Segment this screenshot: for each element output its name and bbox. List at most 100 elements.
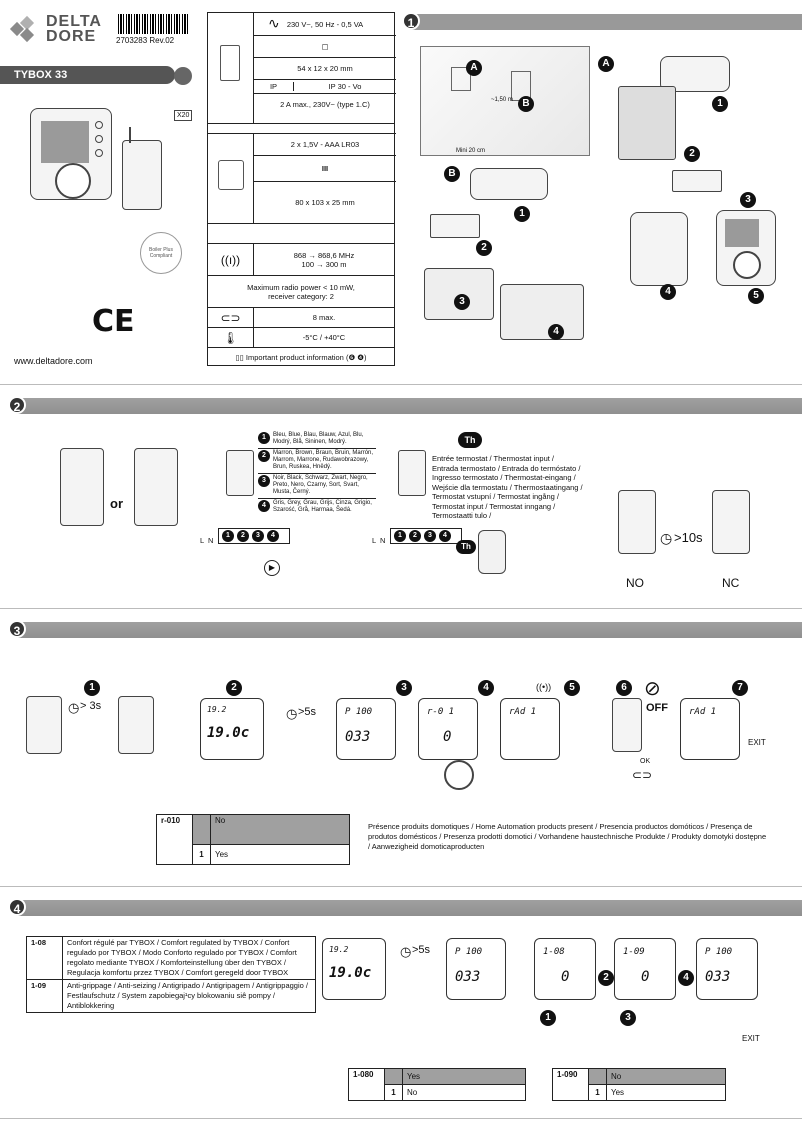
s4-lcd-exit: P 100 033: [696, 938, 758, 1000]
mount-a-backplate: [618, 86, 676, 160]
spec-radio-range: 100 → 300 m: [301, 259, 347, 269]
s4-lcd-p100: P 100 033: [446, 938, 506, 1000]
step-b3: 3: [454, 294, 470, 310]
s3-step1: 1: [84, 680, 100, 696]
receiver-screw-illustration: [60, 448, 104, 526]
s3-clock-icon-2: ◷: [286, 706, 298, 721]
spec-battery: 2 x 1,5V - AAA LR03: [290, 140, 360, 149]
terminal-block-2: 1 2 3 4: [390, 528, 462, 544]
section3-number: 3: [8, 620, 26, 638]
wire-color-3: Noir, Black, Schwarz, Zwart, Negro, Pret…: [273, 475, 368, 495]
s3-step4: 4: [478, 680, 494, 696]
logo-icon: [9, 15, 40, 43]
th-desc-3: Ingresso termostato / Thermostat-eingang…: [432, 473, 576, 482]
s4-param-code-2: 1-09: [26, 979, 63, 1013]
s3-step2: 2: [226, 680, 242, 696]
spec-thermostat-dims: 80 x 103 x 25 mm: [295, 198, 355, 207]
mount-b-badge: B: [444, 166, 460, 182]
s3-exit-text: EXIT: [748, 738, 766, 747]
book-icon: ▯▯: [235, 353, 246, 362]
receiver-icon: [208, 13, 254, 123]
s4-param-desc-1: Confort régulé par TYBOX / Comfort regul…: [62, 936, 316, 980]
room-label-b: B: [518, 96, 534, 112]
s3-dial: [444, 760, 474, 790]
s4-step3: 3: [620, 1010, 636, 1026]
s4-option-table-2: 1-090 No 1 Yes: [552, 1068, 726, 1101]
s3-link-icon: ⊂⊃: [632, 768, 653, 782]
spec-max-devices: 8 max.: [312, 313, 336, 322]
s4-step2: 2: [598, 970, 614, 986]
th-desc-1: Entrée termostat / Thermostat input /: [432, 454, 554, 463]
height-label: ~1,50 m: [491, 97, 513, 103]
radio-icon: ((ı)): [208, 244, 254, 275]
website-url: www.deltadore.com: [14, 356, 93, 366]
s3-hold-time: > 3s: [80, 700, 102, 712]
spec-radio-power-1: Maximum radio power < 10 mW,: [247, 282, 355, 292]
s4-lcd-home: 19.2 19.0c: [322, 938, 386, 1000]
nc-label: NC: [722, 576, 740, 590]
s3-receiver-off: [612, 698, 642, 752]
mini-distance-label: Mini 20 cm: [456, 148, 486, 154]
receiver-open-illustration: [134, 448, 178, 526]
s4-param-desc-2: Anti-grippage / Anti-seizing / Antigripa…: [62, 979, 316, 1013]
section4-number: 4: [8, 898, 26, 916]
section1-bar: [410, 14, 802, 30]
s3-table-t1: Yes: [210, 844, 350, 865]
terminal-N-2: N: [380, 536, 386, 545]
thermometer-icon: 🌡: [208, 328, 254, 347]
spec-ip-value: IP 30 - Vo: [328, 82, 362, 91]
mount-b-stand2: [500, 284, 584, 340]
th-desc-6: Termostat input / Termostat inngang /: [432, 501, 556, 511]
s4-hold-time: >5s: [412, 944, 431, 956]
section4-bar: [16, 900, 802, 916]
spec-important-info: Important product information: [245, 353, 344, 362]
mount-a-battery: [672, 170, 722, 192]
s3-option-table: r-010 No 1 Yes: [156, 813, 350, 865]
no-label: NO: [626, 576, 644, 590]
room-illustration: ~1,50 m: [420, 46, 590, 156]
pump-icon: ▶: [264, 560, 280, 576]
receiver-illustration: [122, 127, 162, 210]
terminal-block-1: 1 2 3 4: [218, 528, 290, 544]
mount-a-angled: [630, 212, 688, 286]
spec-radio-freq: 868 → 868,6 MHz: [293, 250, 355, 260]
mount-a-final: [716, 210, 776, 286]
hold-time-label: >10s: [674, 530, 703, 545]
s4-step4: 4: [678, 970, 694, 986]
mount-b-thermostat: [470, 168, 548, 200]
spec-important-nums: ❻ ❹: [348, 353, 364, 362]
s4-t1-v0: [384, 1068, 403, 1085]
s3-table-v0: [192, 813, 211, 846]
spec-temp-range: -5°C / +40°C: [302, 333, 346, 342]
or-text: or: [110, 496, 123, 511]
s4-t1-code: 1-080: [348, 1068, 385, 1101]
s4-t2-t1: Yes: [606, 1084, 726, 1101]
s3-step7: 7: [732, 680, 748, 696]
s4-t1-t1: No: [402, 1084, 526, 1101]
terminal-L-2: L: [372, 536, 377, 545]
no-receiver: [618, 490, 656, 554]
th-desc-7: Termostaatti tulo /: [432, 511, 492, 520]
spec-table: 230 V~, 50 Hz - 0,5 VA ∿ ▢ 54 x 12 x 20 …: [207, 12, 396, 366]
spec-relay: 2 A max., 230V~ (type 1.C): [280, 100, 370, 109]
boiler-plus-badge: Boiler Plus Compliant: [140, 232, 182, 274]
nc-receiver: [712, 490, 750, 554]
th-description: Entrée termostat / Thermostat input / En…: [432, 454, 606, 521]
step-a5: 5: [748, 288, 764, 304]
s4-param-table: 1-08 Confort régulé par TYBOX / Comfort …: [26, 936, 316, 1013]
s3-step3: 3: [396, 680, 412, 696]
spec-receiver-dims: 54 x 12 x 20 mm: [297, 64, 353, 73]
s4-clock-icon: ◷: [400, 944, 412, 959]
s3-lcd-p100: P 100 033: [336, 698, 396, 760]
spec-ip-label: IP: [254, 82, 294, 91]
step-b1: 1: [514, 206, 530, 222]
s3-ok-text: OK: [640, 758, 651, 765]
th-badge-small: Th: [456, 540, 476, 554]
wiring-receiver-2: [398, 450, 426, 496]
s3-lcd-home: 19.2 19.0c: [200, 698, 264, 760]
step-b4: 4: [548, 324, 564, 340]
double-insulation-icon: ▢: [321, 42, 329, 51]
mount-a-badge: A: [598, 56, 614, 72]
th-desc-2: Entrada termostato / Entrada do termósta…: [432, 463, 581, 473]
s4-option-table-1: 1-080 Yes 1 No: [348, 1068, 526, 1101]
